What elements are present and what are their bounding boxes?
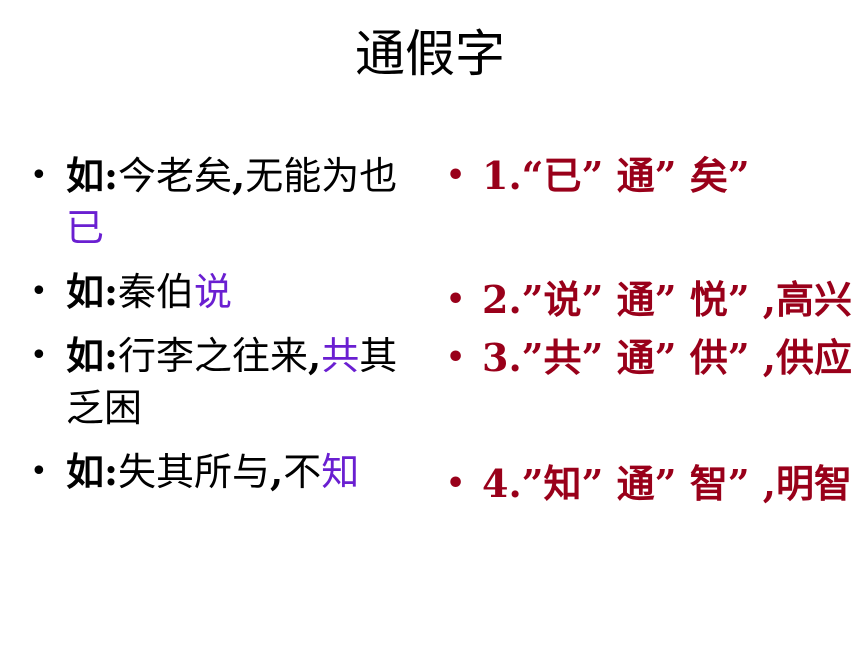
example-comma: , xyxy=(308,333,322,378)
example-text: 失其所与 xyxy=(118,450,271,494)
highlighted-character: 说 xyxy=(194,270,233,314)
example-item-2: • 如:秦伯说 xyxy=(24,266,404,318)
bullet-icon: • xyxy=(30,454,48,489)
answer-item-1: • 1.“已” 通” 矣” xyxy=(440,150,855,202)
example-prefix: 如: xyxy=(66,333,119,378)
answer-item-4: • 4.”知” 通” 智” ,明智 xyxy=(440,458,855,510)
highlighted-character: 共 xyxy=(321,334,360,378)
example-text: 秦伯 xyxy=(118,270,195,314)
example-comma: , xyxy=(270,449,284,494)
slide-title: 通假字 xyxy=(355,25,505,83)
example-text-continued: 无能为也 xyxy=(245,154,398,198)
answer-text: 1.“已” 通” 矣” xyxy=(482,153,750,198)
example-item-3: • 如:行李之往来,共其乏困 xyxy=(24,330,404,434)
answer-item-2: • 2.”说” 通” 悦” ,高兴 xyxy=(440,274,855,326)
example-text-tail: 其乏困 xyxy=(66,334,398,430)
answer-text: 4.”知” 通” 智” ,明智 xyxy=(482,461,853,506)
example-item-4: • 如:失其所与,不知 xyxy=(24,446,404,498)
highlighted-character: 知 xyxy=(321,450,360,494)
example-item-1: • 如:今老矣,无能为也已 xyxy=(24,150,404,254)
example-prefix: 如: xyxy=(66,153,119,198)
bullet-icon: • xyxy=(446,282,466,317)
answer-list: • 1.“已” 通” 矣” • 2.”说” 通” 悦” ,高兴 • 3.”共” … xyxy=(440,150,855,510)
example-prefix: 如: xyxy=(66,269,119,314)
answer-item-3: • 3.”共” 通” 供” ,供应 xyxy=(440,332,855,384)
highlighted-character: 已 xyxy=(66,206,105,250)
bullet-icon: • xyxy=(446,466,466,501)
answer-text: 3.”共” 通” 供” ,供应 xyxy=(482,335,853,380)
bullet-icon: • xyxy=(30,338,48,373)
example-text: 行李之往来 xyxy=(118,334,309,378)
example-text: 今老矣 xyxy=(118,154,233,198)
example-prefix: 如: xyxy=(66,449,119,494)
bullet-icon: • xyxy=(446,158,466,193)
bullet-icon: • xyxy=(30,158,48,193)
example-text-continued: 不 xyxy=(283,450,322,494)
example-comma: , xyxy=(232,153,246,198)
bullet-icon: • xyxy=(446,340,466,375)
example-list: • 如:今老矣,无能为也已 • 如:秦伯说 • 如:行李之往来,共其乏困 • 如… xyxy=(24,150,404,498)
bullet-icon: • xyxy=(30,274,48,309)
answer-text: 2.”说” 通” 悦” ,高兴 xyxy=(482,277,853,322)
